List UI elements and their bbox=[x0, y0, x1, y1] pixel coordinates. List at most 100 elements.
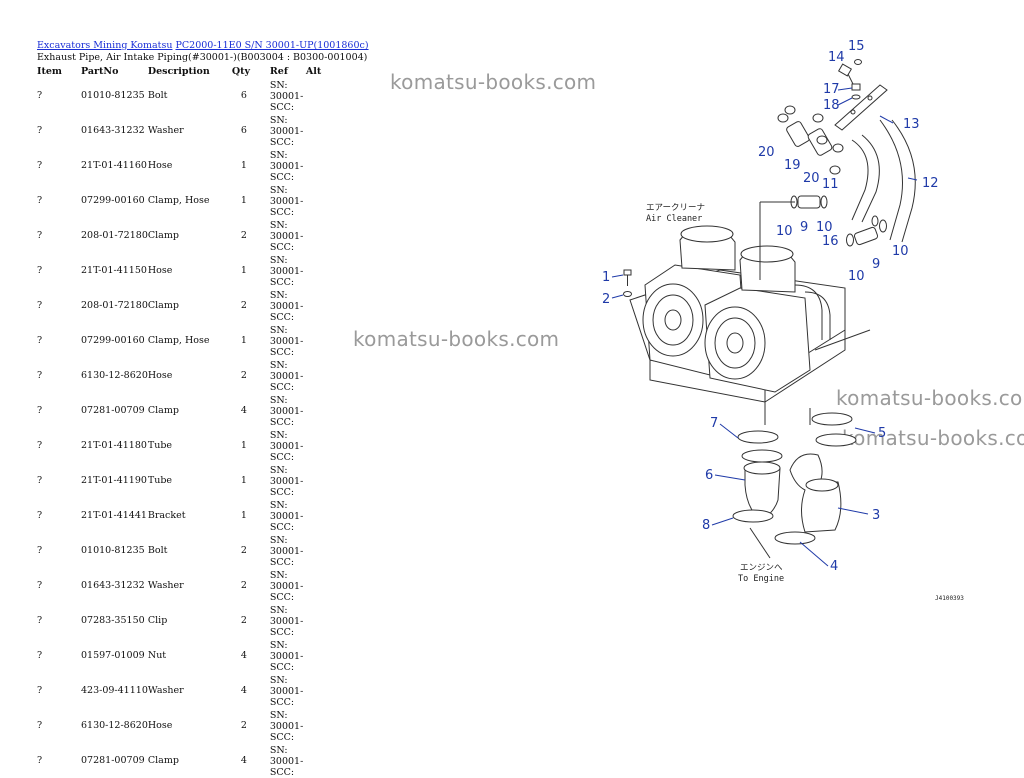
alt-cell bbox=[306, 638, 336, 673]
item-cell: ? bbox=[37, 230, 43, 241]
ref-cell: SN: 30001-SCC: bbox=[269, 150, 304, 183]
watermark: komatsu-books.com bbox=[842, 426, 1024, 450]
alt-cell bbox=[306, 253, 336, 288]
alt-cell bbox=[306, 183, 336, 218]
ref-cell: SN: 30001-SCC: bbox=[269, 465, 304, 498]
item-cell: ? bbox=[37, 545, 43, 556]
header-alt: Alt bbox=[305, 66, 322, 77]
tube-11 bbox=[851, 134, 880, 223]
partno-cell: 01010-81235 bbox=[81, 545, 145, 556]
item-cell: ? bbox=[37, 440, 43, 451]
callout-4: 4 bbox=[830, 559, 838, 574]
callout-6: 6 bbox=[705, 468, 713, 483]
alt-cell bbox=[306, 428, 336, 463]
partno-cell: 01643-31232 bbox=[81, 125, 145, 136]
alt-cell bbox=[306, 78, 336, 113]
hose-3 bbox=[789, 453, 842, 533]
qty-cell: 1 bbox=[240, 475, 247, 486]
item-cell: ? bbox=[37, 720, 43, 731]
ref-cell: SN: 30001-SCC: bbox=[269, 430, 304, 463]
clamp-7 bbox=[737, 430, 783, 463]
breadcrumb: Excavators Mining Komatsu PC2000-11E0 S/… bbox=[37, 40, 369, 51]
alt-cell bbox=[306, 498, 336, 533]
description-cell: Clamp bbox=[147, 405, 179, 416]
partno-cell: 21T-01-41160 bbox=[81, 160, 147, 171]
callout-17: 17 bbox=[823, 82, 840, 97]
description-cell: Hose bbox=[147, 720, 173, 731]
watermark: komatsu-books.com bbox=[353, 327, 560, 351]
callout-19: 19 bbox=[784, 158, 801, 173]
callout-10d: 10 bbox=[892, 244, 909, 259]
alt-cell bbox=[306, 148, 336, 183]
item-cell: ? bbox=[37, 650, 43, 661]
partno-cell: 423-09-41110 bbox=[81, 685, 148, 696]
breadcrumb-link-category[interactable]: Excavators Mining Komatsu bbox=[37, 40, 173, 51]
item-cell: ? bbox=[37, 510, 43, 521]
alt-cell bbox=[306, 288, 336, 323]
qty-cell: 2 bbox=[240, 720, 247, 731]
callout-12: 12 bbox=[922, 176, 939, 191]
partno-cell: 21T-01-41180 bbox=[81, 440, 147, 451]
qty-cell: 4 bbox=[240, 755, 247, 766]
item-cell: ? bbox=[37, 160, 43, 171]
ref-cell: SN: 30001-SCC: bbox=[269, 220, 304, 253]
breadcrumb-link-model[interactable]: PC2000-11E0 S/N 30001-UP(1001860c) bbox=[175, 40, 369, 51]
ref-cell: SN: 30001-SCC: bbox=[269, 185, 304, 218]
qty-cell: 2 bbox=[240, 230, 247, 241]
partno-cell: 07283-35150 bbox=[81, 615, 145, 626]
callout-13: 13 bbox=[903, 117, 920, 132]
partno-cell: 01597-01009 bbox=[81, 650, 145, 661]
description-cell: Clamp bbox=[147, 230, 179, 241]
item-cell: ? bbox=[37, 615, 43, 626]
description-cell: Washer bbox=[147, 125, 184, 136]
watermark: komatsu-books.com bbox=[390, 70, 597, 94]
alt-cell bbox=[306, 218, 336, 253]
qty-cell: 2 bbox=[240, 615, 247, 626]
ref-cell: SN: 30001-SCC: bbox=[269, 325, 304, 358]
callout-10b: 10 bbox=[816, 220, 833, 235]
description-cell: Hose bbox=[147, 370, 173, 381]
qty-cell: 2 bbox=[240, 580, 247, 591]
watermark: komatsu-books.com bbox=[836, 386, 1024, 410]
description-cell: Washer bbox=[147, 685, 184, 696]
item-cell: ? bbox=[37, 370, 43, 381]
qty-cell: 2 bbox=[240, 300, 247, 311]
item-cell: ? bbox=[37, 475, 43, 486]
item-cell: ? bbox=[37, 685, 43, 696]
item-cell: ? bbox=[37, 405, 43, 416]
leader-lines bbox=[759, 201, 871, 425]
alt-cell bbox=[306, 393, 336, 428]
ref-cell: SN: 30001-SCC: bbox=[269, 255, 304, 288]
description-cell: Hose bbox=[147, 160, 173, 171]
qty-cell: 4 bbox=[240, 685, 247, 696]
callout-10c: 10 bbox=[848, 269, 865, 284]
item-cell: ? bbox=[37, 265, 43, 276]
partno-cell: 07281-00709 bbox=[81, 755, 145, 766]
item-cell: ? bbox=[37, 125, 43, 136]
item-cell: ? bbox=[37, 195, 43, 206]
partno-cell: 07299-00160 bbox=[81, 335, 145, 346]
figure-code: J4100393 bbox=[935, 595, 964, 602]
page-title: Exhaust Pipe, Air Intake Piping(#30001-)… bbox=[37, 52, 368, 63]
callout-1: 1 bbox=[602, 270, 610, 285]
ref-cell: SN: 30001-SCC: bbox=[269, 115, 304, 148]
header-partno: PartNo bbox=[81, 66, 119, 77]
qty-cell: 4 bbox=[240, 650, 247, 661]
header-ref: Ref bbox=[269, 66, 288, 77]
description-cell: Clamp bbox=[147, 300, 179, 311]
bolt-1 bbox=[623, 269, 632, 297]
hose-6 bbox=[743, 461, 781, 519]
header-description: Description bbox=[147, 66, 210, 77]
partno-cell: 01010-81235 bbox=[81, 90, 145, 101]
qty-cell: 1 bbox=[240, 265, 247, 276]
